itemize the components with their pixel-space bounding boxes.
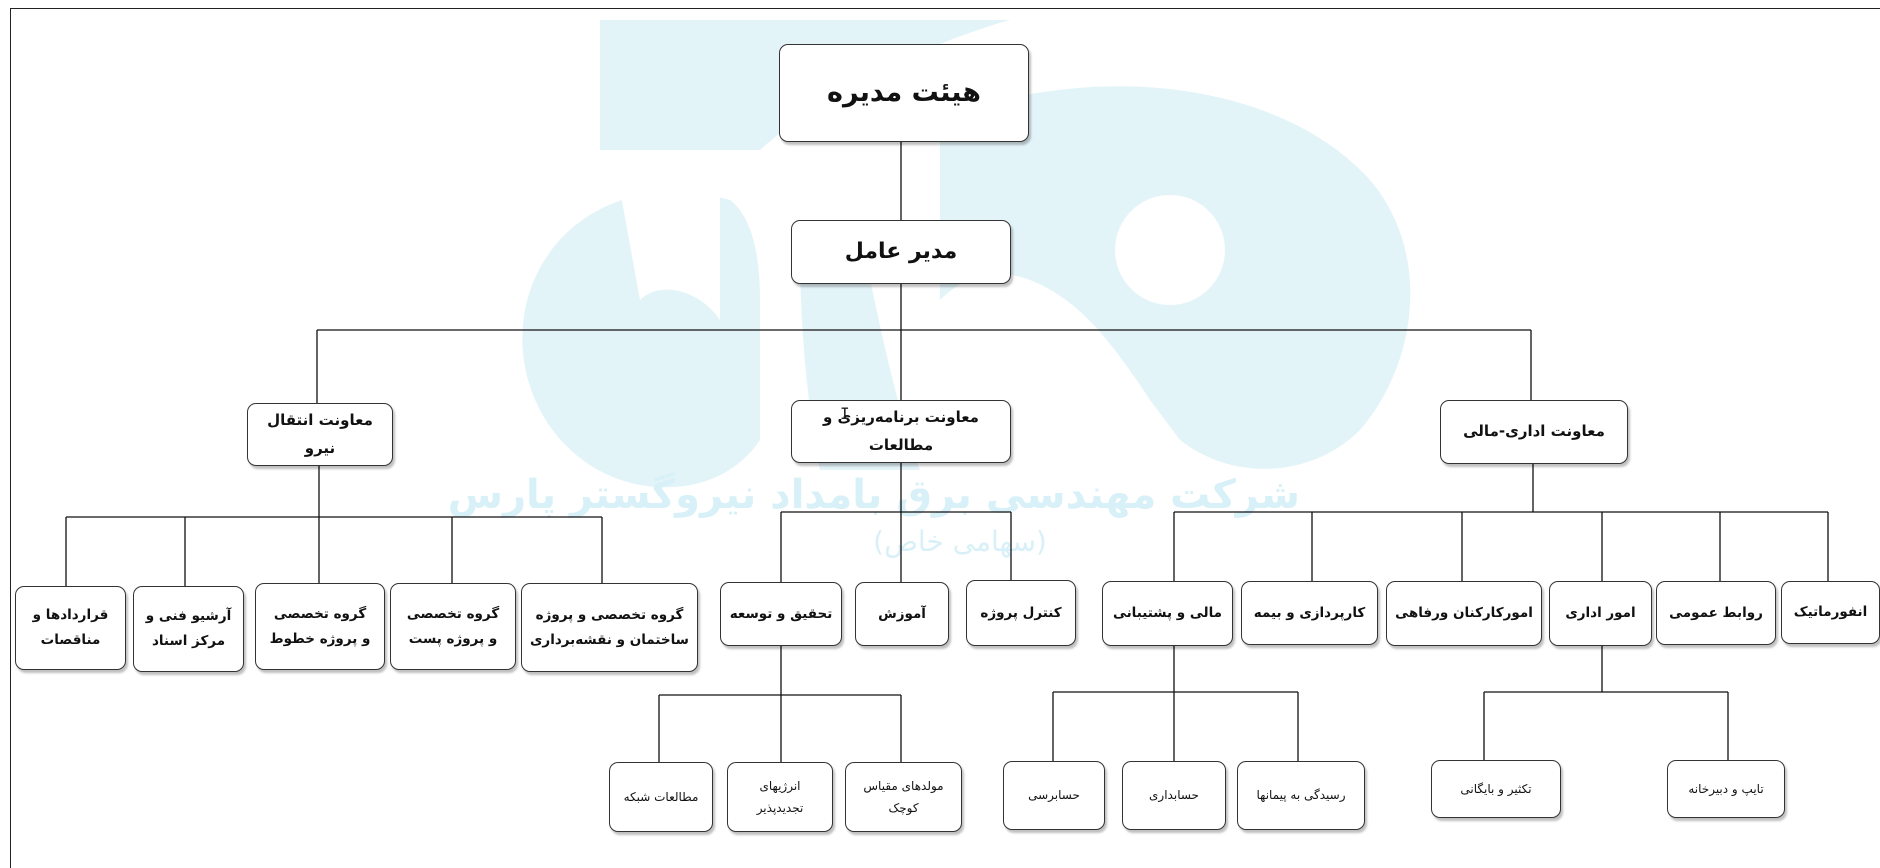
node-informatics: انفورماتیک — [1781, 581, 1880, 644]
watermark-company-name: شرکت مهندسی برق بامداد نیروگستر پارس — [447, 472, 1300, 518]
node-network-studies: مطالعات شبکه — [609, 762, 713, 832]
node-administrative-affairs: امور اداری — [1549, 581, 1652, 646]
text-cursor-icon: I — [840, 404, 850, 423]
node-label-line2: و پروژه پست — [408, 630, 498, 647]
node-lines-project-group: گروه تخصصی و پروژه خطوط — [255, 583, 385, 670]
node-accounting: حسابداری — [1122, 761, 1226, 830]
node-label: تحقیق و توسعه — [729, 605, 833, 622]
node-label: معاونت اداری-مالی — [1463, 422, 1605, 441]
node-small-scale-generators: مولدهای مقیاس کوچک — [845, 762, 962, 832]
node-label: کنترل پروژه — [980, 604, 1062, 621]
node-label: حسابرسی — [1028, 788, 1080, 803]
node-label: روابط عمومی — [1669, 604, 1763, 621]
node-label-line2: ساختمان و نقشه‌برداری — [530, 631, 689, 648]
node-personnel-welfare: امورکارکنان ورفاهی — [1386, 581, 1542, 646]
node-finance-support: مالی و پشتیبانی — [1102, 581, 1233, 646]
node-label-line1: قراردادها و — [32, 607, 109, 624]
node-label-line1: انرژیهای — [759, 778, 801, 793]
node-contracts-tenders: قراردادها و مناقصات — [15, 586, 126, 670]
node-label-line1: آرشیو فنی و — [145, 608, 232, 625]
node-label: مالی و پشتیبانی — [1112, 605, 1223, 622]
node-label: حسابداری — [1149, 788, 1199, 803]
node-label: امور اداری — [1565, 605, 1636, 622]
node-label: کارپردازی و بیمه — [1253, 604, 1366, 621]
node-building-survey-group: گروه تخصصی و پروژه ساختمان و نقشه‌برداری — [521, 583, 698, 672]
node-auditing: حسابرسی — [1003, 761, 1105, 830]
node-training: آموزش — [855, 582, 949, 646]
node-contracts-review: رسیدگی به پیمانها — [1237, 761, 1365, 830]
node-deputy-transmission: معاونت انتقال نیرو — [247, 403, 393, 466]
node-label-line1: گروه تخصصی — [406, 605, 500, 622]
node-label-line1: گروه تخصصی و پروژه — [535, 606, 684, 623]
node-label: تکثیر و بایگانی — [1460, 781, 1532, 796]
node-technical-archive: آرشیو فنی و مرکز اسناد — [133, 586, 244, 672]
node-project-control: کنترل پروژه — [966, 580, 1076, 646]
node-label: تایپ و دبیرخانه — [1688, 781, 1764, 796]
node-deputy-admin-finance: معاونت اداری-مالی — [1440, 400, 1628, 464]
node-label-line2: کوچک — [888, 801, 919, 815]
node-label-line2: مناقصات — [40, 632, 101, 648]
node-label-line2: مرکز اسناد — [151, 633, 226, 649]
node-substation-project-group: گروه تخصصی و پروژه پست — [390, 583, 516, 670]
node-procurement-insurance: کارپردازی و بیمه — [1241, 581, 1378, 645]
node-label: معاونت برنامه‌ریزی و مطالعات — [823, 407, 979, 454]
node-label: مدیر عامل — [844, 238, 958, 264]
node-copy-archive: تکثیر و بایگانی — [1431, 760, 1561, 818]
node-label: امورکارکنان ورفاهی — [1395, 605, 1533, 622]
chart-frame — [10, 8, 1880, 868]
node-deputy-planning: معاونت برنامه‌ریزی و مطالعات — [791, 400, 1011, 463]
node-typing-secretariat: تایپ و دبیرخانه — [1667, 760, 1785, 818]
node-ceo: مدیر عامل — [791, 220, 1011, 284]
node-label: آموزش — [878, 605, 926, 622]
node-research-development: تحقیق و توسعه — [720, 582, 842, 646]
node-label: انفورماتیک — [1793, 604, 1868, 621]
node-board-of-directors: هیئت مدیره — [779, 44, 1029, 142]
node-label: رسیدگی به پیمانها — [1256, 788, 1346, 803]
node-label-line1: مولدهای مقیاس — [863, 778, 944, 793]
node-label: معاونت انتقال نیرو — [267, 410, 373, 457]
node-renewable-energy: انرژیهای تجدیدپذیر — [727, 762, 833, 832]
watermark-company-type: (سهامی خاص) — [873, 525, 1047, 558]
node-label-line2: و پروژه خطوط — [269, 630, 371, 647]
node-label-line2: تجدیدپذیر — [756, 801, 804, 815]
node-label: هیئت مدیره — [827, 77, 981, 109]
node-public-relations: روابط عمومی — [1656, 581, 1776, 645]
node-label-line1: گروه تخصصی — [273, 605, 367, 622]
node-label: مطالعات شبکه — [623, 789, 699, 804]
